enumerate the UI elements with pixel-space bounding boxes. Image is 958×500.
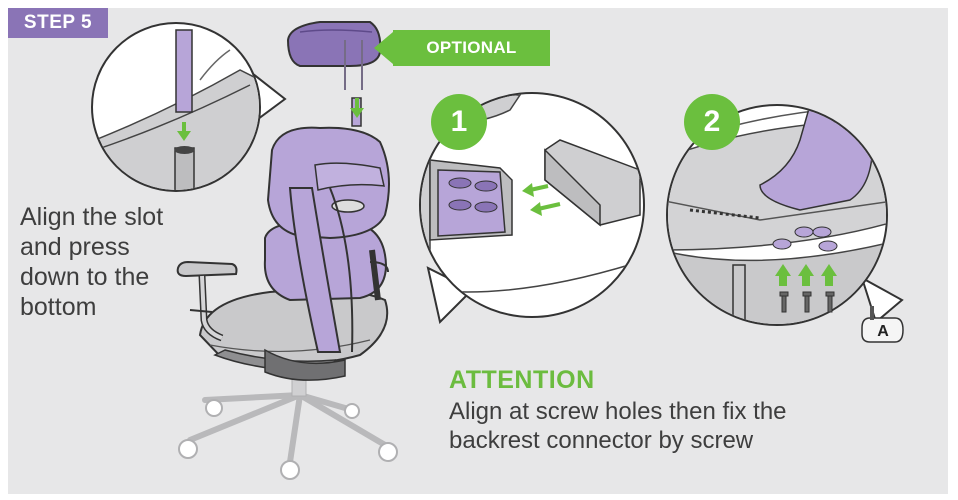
step-badge: STEP 5 [8, 8, 108, 38]
attention-line: Align at screw holes then fix the [449, 397, 929, 426]
instruction-line: down to the [20, 262, 220, 292]
attention-title: ATTENTION [449, 366, 595, 395]
slot-instruction: Align the slot and press down to the bot… [20, 202, 220, 322]
attention-body: Align at screw holes then fix the backre… [449, 397, 929, 455]
tool-label: A [874, 322, 892, 342]
optional-label: OPTIONAL [393, 30, 550, 66]
detail-number-1: 1 [431, 94, 487, 150]
slot-detail-bubble [92, 23, 285, 200]
instruction-line: and press [20, 232, 220, 262]
instruction-line: bottom [20, 292, 220, 322]
instruction-line: Align the slot [20, 202, 220, 232]
attention-line: backrest connector by screw [449, 426, 929, 455]
detail-number-2: 2 [684, 94, 740, 150]
